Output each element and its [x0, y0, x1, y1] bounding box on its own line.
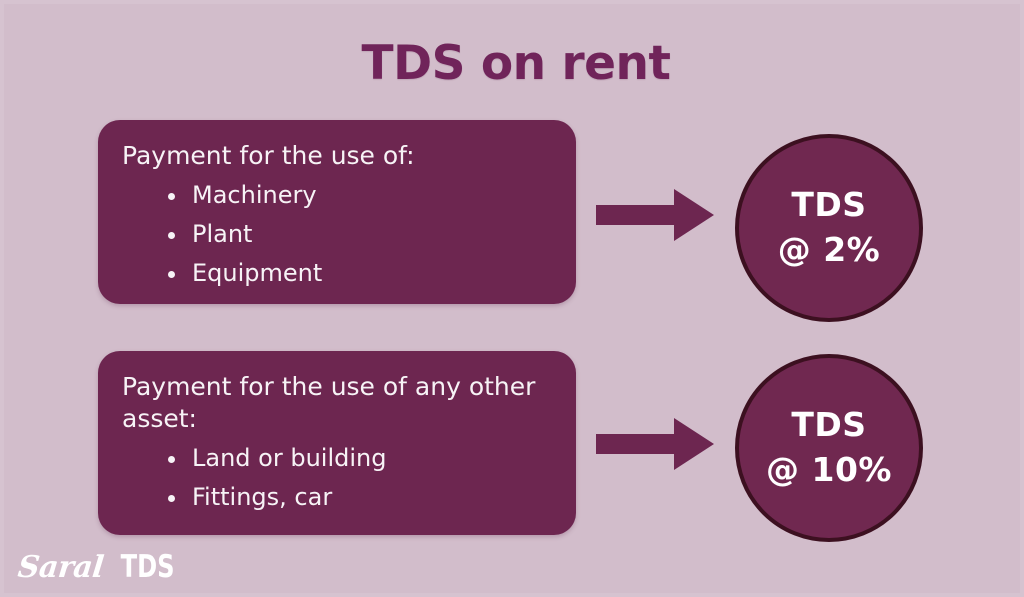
- badge-1-line-2: @ 2%: [777, 230, 881, 269]
- badge-1-line-1: TDS: [791, 185, 867, 225]
- list-item: Machinery: [168, 176, 552, 215]
- panel-2-heading: Payment for the use of any other asset:: [122, 372, 536, 433]
- panel-1-bullet-list: Machinery Plant Equipment: [122, 176, 552, 293]
- badge-2-line-2: @ 10%: [766, 450, 892, 489]
- list-item: Fittings, car: [168, 478, 552, 517]
- brand-logo: Saral TDS: [16, 549, 182, 585]
- right-arrow-icon: [596, 416, 716, 472]
- panel-1-heading: Payment for the use of:: [122, 141, 415, 170]
- badge-2-line-1: TDS: [791, 405, 867, 445]
- brand-logo-block-word: TDS: [120, 549, 175, 585]
- page-title: TDS on rent: [361, 36, 671, 91]
- tds-rate-badge-1: TDS @ 2%: [735, 134, 923, 322]
- list-item: Plant: [168, 215, 552, 254]
- brand-logo-script-word: Saral: [16, 550, 106, 585]
- panel-2-bullet-list: Land or building Fittings, car: [122, 439, 552, 517]
- criteria-panel-1: Payment for the use of: Machinery Plant …: [98, 120, 576, 304]
- right-arrow-icon: [596, 187, 716, 243]
- criteria-panel-2: Payment for the use of any other asset: …: [98, 351, 576, 535]
- tds-rate-badge-2: TDS @ 10%: [735, 354, 923, 542]
- list-item: Land or building: [168, 439, 552, 478]
- list-item: Equipment: [168, 254, 552, 293]
